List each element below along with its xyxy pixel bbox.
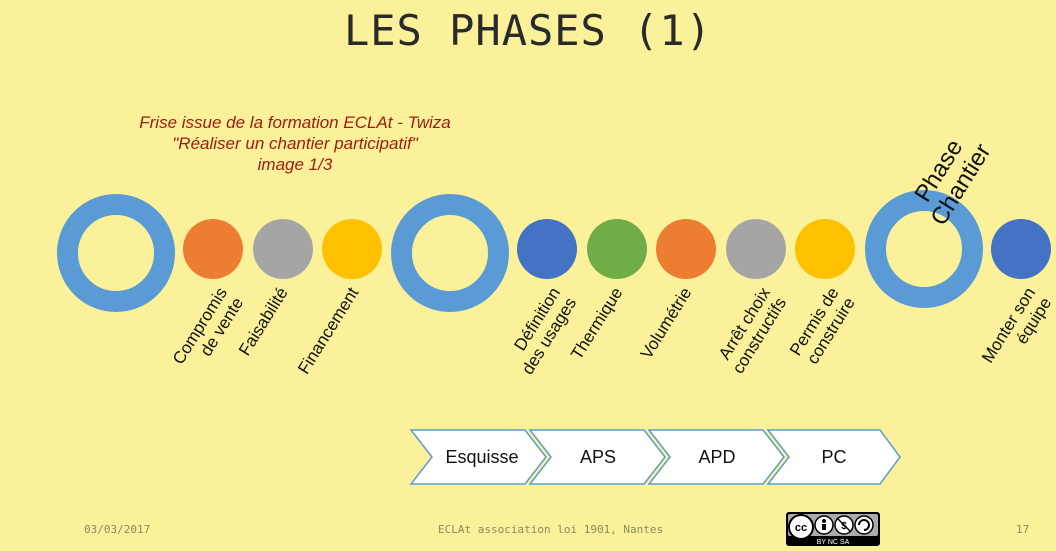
- step-dot-permis: [795, 219, 855, 279]
- step-dot-compromis: [183, 219, 243, 279]
- step-dot-equipe: [991, 219, 1051, 279]
- step-dot-financement: [322, 219, 382, 279]
- creative-commons-badge: cc $ BY NC SA: [786, 512, 880, 546]
- cc-license-icon: cc $ BY NC SA: [788, 514, 878, 546]
- step-dot-thermique: [587, 219, 647, 279]
- footer-date: 03/03/2017: [84, 523, 151, 536]
- caption-line-3: image 1/3: [257, 155, 333, 174]
- step-esquisse: Esquisse: [445, 447, 519, 467]
- step-dot-faisabilite: [253, 219, 313, 279]
- chevron-pc: [766, 429, 901, 485]
- svg-text:$: $: [841, 521, 847, 532]
- svg-text:cc: cc: [795, 522, 807, 534]
- slide-title: LES PHASES (1): [343, 6, 712, 55]
- caption-line-1: Frise issue de la formation ECLAt - Twiz…: [139, 113, 451, 132]
- footer-page: 17: [1016, 523, 1030, 536]
- cc-license-text: BY NC SA: [817, 539, 850, 546]
- footer-org: ECLAt association loi 1901, Nantes: [438, 523, 664, 536]
- step-pc: PC: [821, 447, 847, 467]
- chevron-esquisse: [409, 429, 547, 485]
- step-dot-volumetrie: [656, 219, 716, 279]
- step-dot-arret-choix: [726, 219, 786, 279]
- caption: Frise issue de la formation ECLAt - Twiz…: [110, 112, 480, 175]
- chevron-apd: [647, 429, 785, 485]
- caption-line-2: "Réaliser un chantier participatif": [172, 134, 418, 153]
- step-dot-definition: [517, 219, 577, 279]
- chevron-aps: [528, 429, 666, 485]
- step-aps: APS: [579, 447, 617, 467]
- step-apd: APD: [698, 447, 736, 467]
